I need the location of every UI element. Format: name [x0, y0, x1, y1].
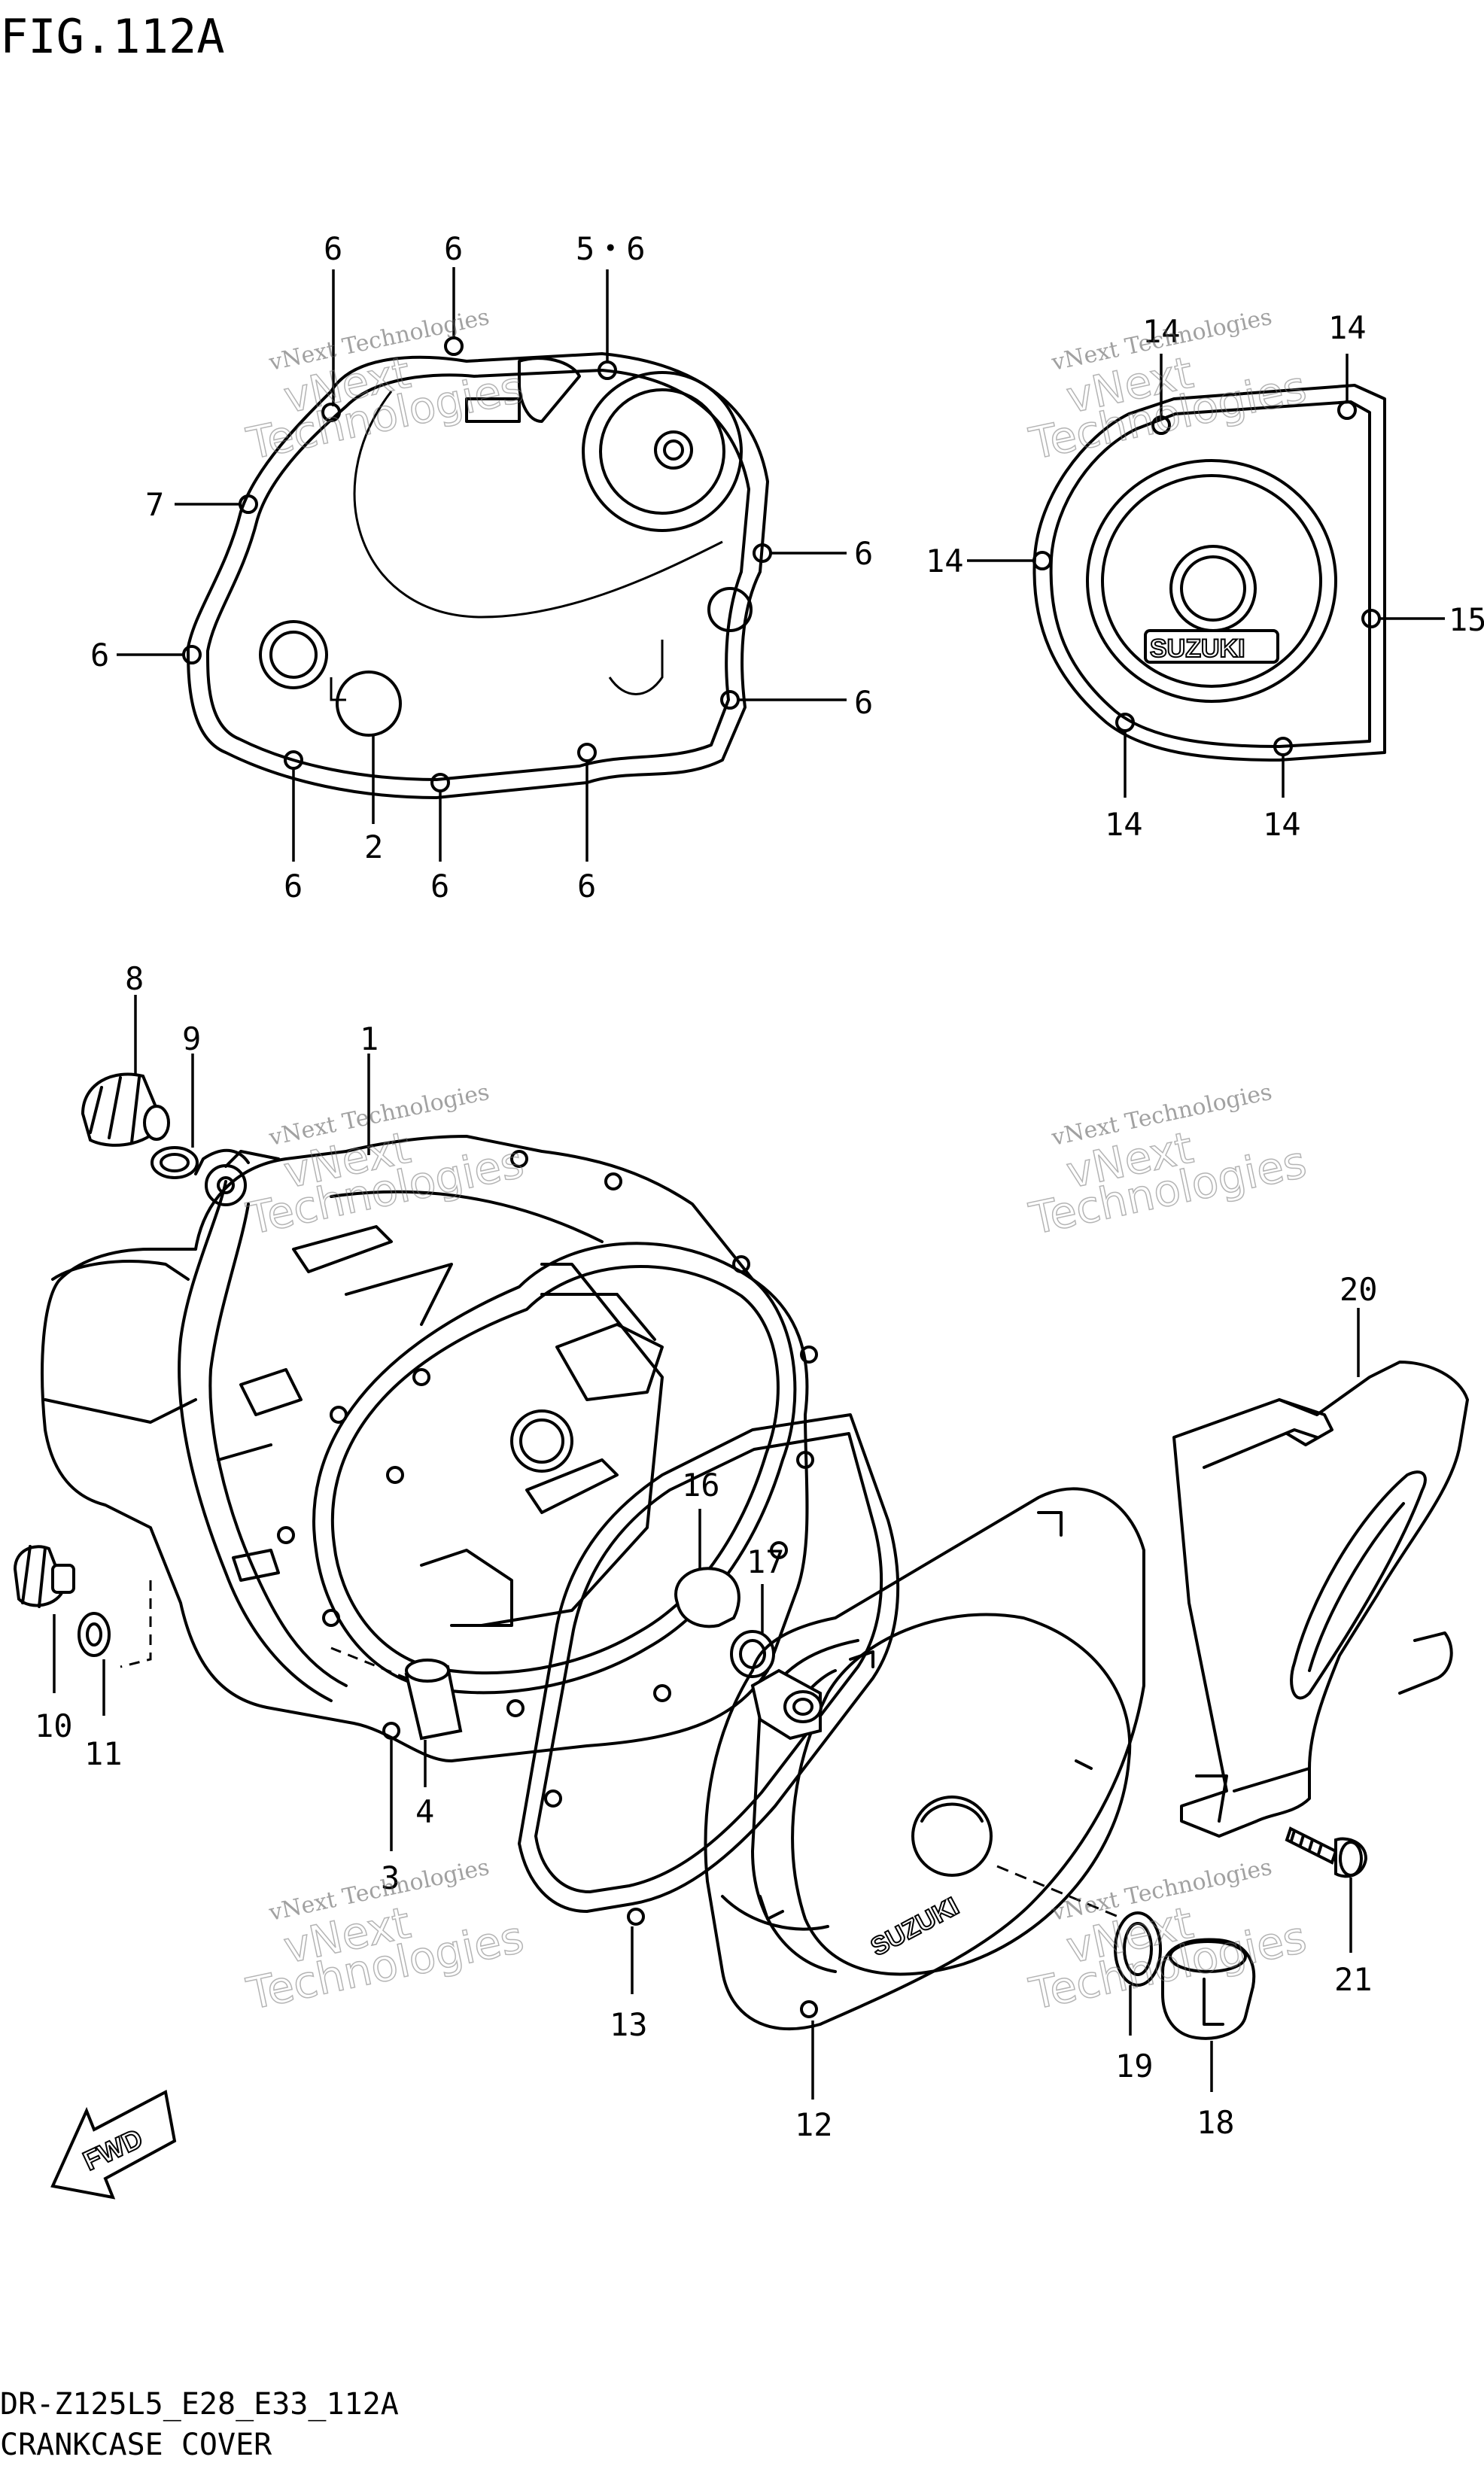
callout-8: 8 — [125, 960, 144, 997]
callout-6: 6 — [324, 230, 342, 267]
callout-2: 2 — [364, 829, 383, 865]
callout-13: 13 — [610, 2006, 648, 2043]
o-ring-19 — [1114, 1911, 1162, 1987]
callout-17: 17 — [747, 1543, 785, 1580]
callout-7: 7 — [145, 486, 164, 523]
watermark: vNext vNext Technologies Technologies — [1024, 1079, 1311, 1245]
callout-11: 11 — [84, 1735, 123, 1772]
callout-6: 6 — [854, 535, 873, 572]
magneto-cover-view: SUZUKI — [967, 354, 1445, 798]
callout-18: 18 — [1197, 2104, 1235, 2141]
plug-16 — [674, 1567, 740, 1628]
diagram-code: DR-Z125L5_E28_E33_112A — [0, 2387, 399, 2422]
cover-brand-label: SUZUKI — [866, 1892, 964, 1962]
callout-21: 21 — [1334, 1961, 1373, 1998]
sprocket-cover-20 — [1172, 1361, 1469, 1838]
callout-6: 6 — [577, 868, 596, 905]
magneto-cover-gasket-13 — [518, 1413, 900, 1926]
forward-direction-arrow: FWD — [50, 2089, 177, 2200]
watermark: vNext vNext Technologies Technologies — [242, 304, 528, 470]
watermark: vNext vNext Technologies Technologies — [242, 1854, 528, 2021]
washer-11 — [78, 1612, 111, 1657]
callout-14: 14 — [1263, 806, 1301, 843]
callout-4: 4 — [415, 1793, 434, 1830]
oil-filler-cap — [81, 1072, 170, 1147]
crankcase-cover-1 — [41, 1135, 818, 1762]
callout-14: 14 — [926, 543, 964, 579]
bolt-21 — [1285, 1826, 1368, 1878]
callout-20: 20 — [1340, 1271, 1378, 1308]
diagram-name: CRANKCASE COVER — [0, 2428, 272, 2462]
callout-16: 16 — [682, 1467, 720, 1504]
figure-title: FIG.112A — [0, 9, 225, 64]
callout-19: 19 — [1115, 2048, 1154, 2084]
clutch-cover-gasket-view — [117, 267, 847, 862]
callout-12: 12 — [795, 2106, 833, 2143]
brand-plate — [1144, 629, 1279, 664]
callout-6: 6 — [430, 868, 449, 905]
callout-9: 9 — [182, 1020, 201, 1057]
callout-15: 15 — [1449, 601, 1484, 638]
callout-14: 14 — [1328, 309, 1367, 346]
callout-3: 3 — [381, 1859, 400, 1896]
callout-1: 1 — [360, 1020, 379, 1057]
callout-10: 10 — [35, 1707, 73, 1744]
drain-plug-10 — [13, 1545, 75, 1608]
o-ring-9 — [151, 1146, 199, 1179]
callout-14: 14 — [1142, 313, 1181, 350]
callout-5-6: 5・6 — [576, 230, 646, 267]
callout-6: 6 — [284, 868, 303, 905]
timing-inspection-cap-18 — [1161, 1938, 1256, 2040]
callout-6: 6 — [444, 230, 463, 267]
dowel-pin-4 — [404, 1659, 463, 1741]
callout-14: 14 — [1105, 806, 1143, 843]
callout-6: 6 — [90, 637, 109, 674]
brand-label: SUZUKI — [1150, 634, 1245, 663]
o-ring-17 — [730, 1630, 775, 1678]
callout-6: 6 — [854, 684, 873, 721]
